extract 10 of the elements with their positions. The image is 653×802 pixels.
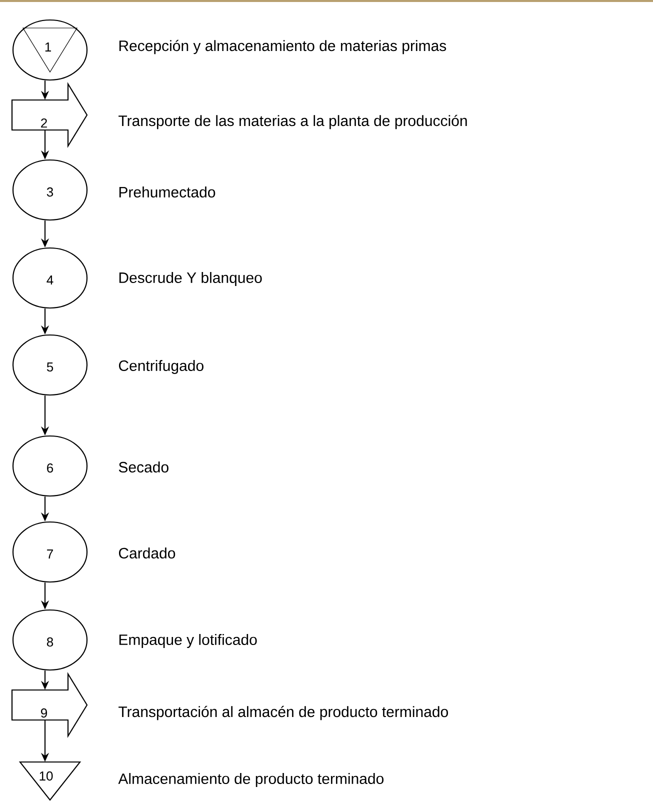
step-description: Descrude Y blanqueo: [119, 272, 262, 286]
step-description: Transportación al almacén de producto terminado: [118, 706, 448, 720]
step-description: Almacenamiento de producto terminado: [118, 773, 384, 787]
step-description: Cardado: [118, 548, 176, 558]
step-description: Centrifugado: [118, 360, 204, 374]
step-description: Secado: [118, 462, 168, 472]
step-description: Empaque y lotificado: [119, 634, 257, 648]
step-description: Transporte de las materias a la planta de producción: [118, 114, 467, 130]
step-description: Prehumectado: [119, 186, 216, 198]
step-description: Recepción y almacenamiento de materias primas: [119, 40, 446, 54]
